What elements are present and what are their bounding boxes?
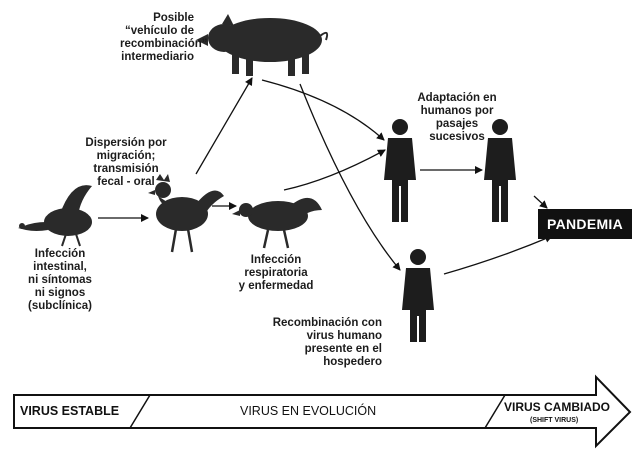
band-virus-evolving: VIRUS EN EVOLUCIÓN xyxy=(240,404,376,418)
pandemia-box: PANDEMIA xyxy=(538,209,632,239)
chicken-label: Infección respiratoria y enfermedad xyxy=(232,254,320,293)
human-icon xyxy=(402,249,434,342)
pig-icon xyxy=(196,14,327,76)
arrow-pig-to-human xyxy=(262,80,384,140)
band-virus-changed: VIRUS CAMBIADO xyxy=(504,400,610,414)
goose-label: Infección intestinal, ni síntomas ni sig… xyxy=(22,248,98,313)
arrow-chicken-to-human xyxy=(284,150,385,190)
band-shift-virus: (SHIFT VIRUS) xyxy=(530,417,578,424)
adaptation-label: Adaptación en humanos por pasajes sucesi… xyxy=(404,92,510,144)
pig-label: Posible “vehículo de recombinación” inte… xyxy=(120,12,194,64)
chicken-icon xyxy=(232,198,322,248)
arrow-to-pandemia-top xyxy=(534,196,547,208)
goose-icon xyxy=(18,185,92,246)
arrow-rooster-to-pig xyxy=(196,78,252,174)
band-virus-stable: VIRUS ESTABLE xyxy=(20,404,119,418)
dispersion-label: Dispersión por migración; transmisión fe… xyxy=(76,137,176,189)
arrow-to-pandemia-bottom xyxy=(444,236,552,274)
recombination-label: Recombinación con virus humano presente … xyxy=(270,317,382,369)
